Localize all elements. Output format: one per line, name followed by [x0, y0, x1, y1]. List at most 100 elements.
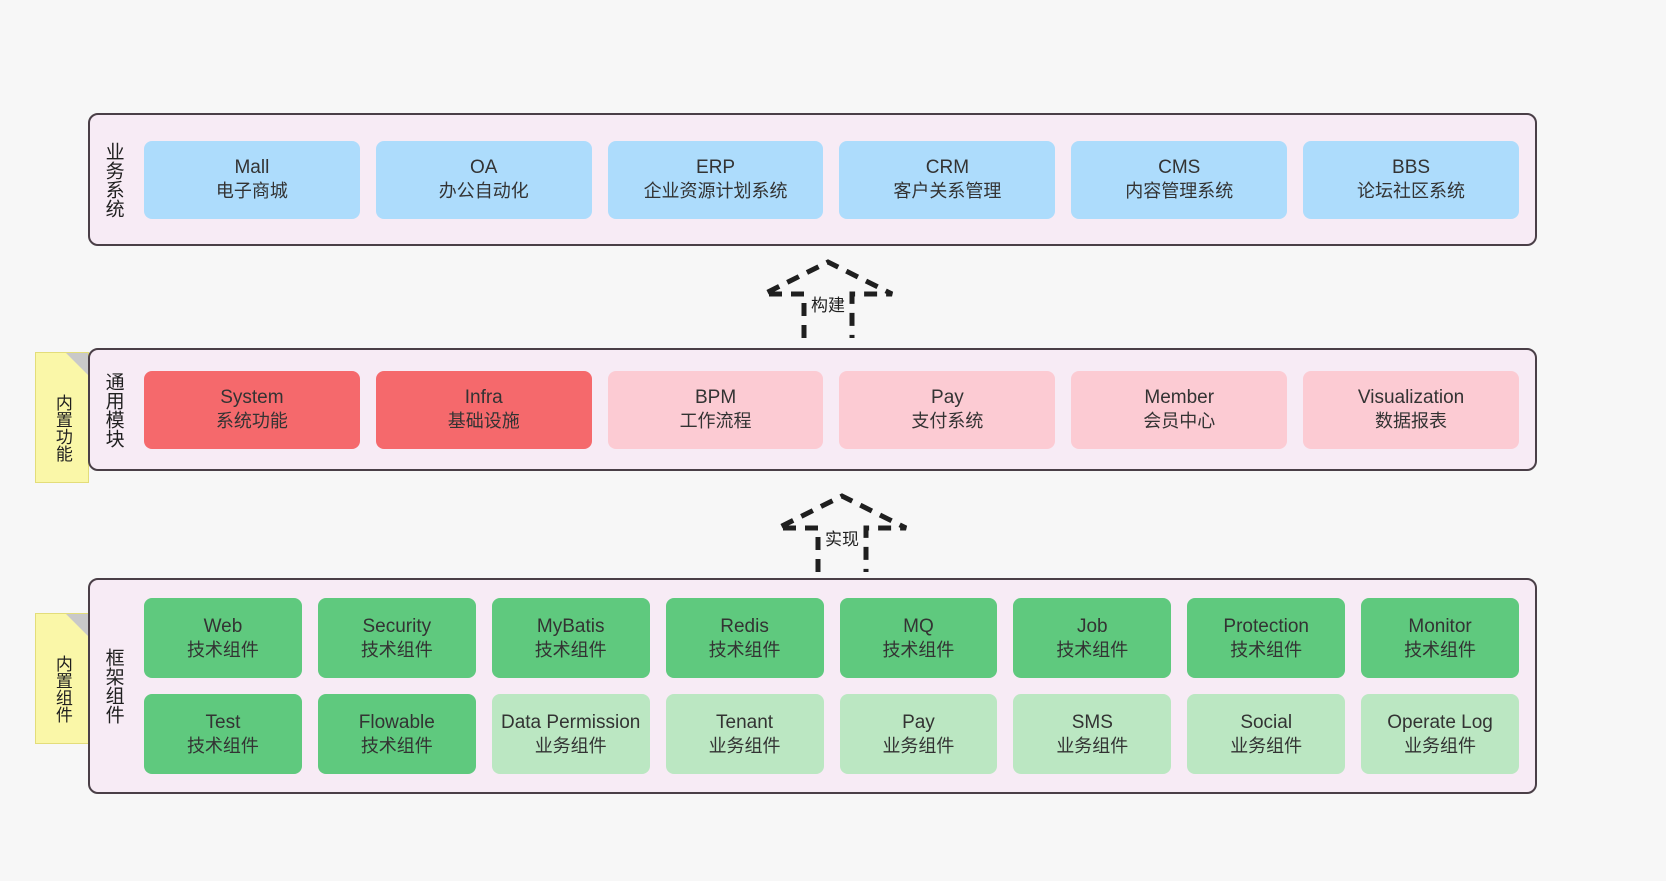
layer-common-module: 通用模块 System 系统功能 Infra 基础设施 BPM 工作流程 Pay… [88, 348, 1537, 471]
card-oa[interactable]: OA 办公自动化 [375, 140, 592, 219]
card-bpm[interactable]: BPM 工作流程 [607, 370, 824, 449]
connector-label-implement: 实现 [825, 530, 859, 549]
card-subtitle: 技术组件 [708, 639, 781, 660]
connector-implement: 实现 [772, 492, 912, 576]
card-mybatis[interactable]: MyBatis 技术组件 [491, 598, 650, 678]
card-security[interactable]: Security 技术组件 [317, 598, 476, 678]
card-subtitle: 技术组件 [1404, 639, 1477, 660]
card-sms[interactable]: SMS 业务组件 [1013, 694, 1172, 774]
card-subtitle: 技术组件 [360, 735, 433, 756]
card-title: CRM [925, 157, 970, 179]
card-title: Mall [234, 157, 270, 179]
card-title: Redis [720, 615, 769, 637]
card-title: Pay [902, 711, 935, 733]
card-web[interactable]: Web 技术组件 [144, 598, 302, 678]
card-subtitle: 技术组件 [1230, 639, 1303, 660]
card-title: Flowable [358, 711, 435, 733]
card-subtitle: 技术组件 [534, 639, 607, 660]
card-row: Web 技术组件 Security 技术组件 MyBatis 技术组件 Redi… [144, 598, 1519, 678]
card-subtitle: 业务组件 [1230, 735, 1303, 756]
card-title: Infra [464, 387, 503, 409]
card-title: Tenant [716, 711, 774, 733]
card-cms[interactable]: CMS 内容管理系统 [1071, 140, 1288, 219]
card-title: Pay [931, 387, 964, 409]
card-subtitle: 会员中心 [1143, 411, 1216, 432]
layer-body-common-module: System 系统功能 Infra 基础设施 BPM 工作流程 Pay 支付系统… [136, 350, 1535, 469]
layer-framework-component: 框架组件 Web 技术组件 Security 技术组件 MyBatis 技术组件… [88, 578, 1537, 794]
layer-title-common-module: 通用模块 [102, 371, 124, 448]
card-test[interactable]: Test 技术组件 [144, 694, 302, 774]
connector-label-build: 构建 [811, 296, 845, 315]
card-title: Data Permission [500, 711, 641, 733]
card-subtitle: 论坛社区系统 [1357, 181, 1466, 202]
card-title: Test [205, 711, 241, 733]
card-title: MyBatis [536, 615, 605, 637]
card-subtitle: 数据报表 [1375, 411, 1448, 432]
note-label: 内置功能 [52, 393, 72, 462]
card-row: Test 技术组件 Flowable 技术组件 Data Permission … [144, 694, 1519, 774]
note-fold-corner-icon [66, 614, 88, 636]
card-subtitle: 客户关系管理 [893, 181, 1002, 202]
card-mall[interactable]: Mall 电子商城 [144, 140, 360, 219]
card-data-permission[interactable]: Data Permission 业务组件 [491, 694, 650, 774]
card-title: CMS [1158, 157, 1201, 179]
card-pay[interactable]: Pay 支付系统 [839, 370, 1056, 449]
card-title: Visualization [1357, 387, 1465, 409]
card-social[interactable]: Social 业务组件 [1187, 694, 1346, 774]
card-title: Social [1240, 711, 1293, 733]
card-subtitle: 技术组件 [882, 639, 955, 660]
note-label: 内置组件 [52, 654, 72, 723]
card-title: SMS [1071, 711, 1113, 733]
card-erp[interactable]: ERP 企业资源计划系统 [607, 140, 824, 219]
card-row: Mall 电子商城 OA 办公自动化 ERP 企业资源计划系统 CRM 客户关系… [144, 140, 1519, 219]
card-member[interactable]: Member 会员中心 [1071, 370, 1288, 449]
card-subtitle: 工作流程 [679, 411, 752, 432]
card-pay-component[interactable]: Pay 业务组件 [839, 694, 998, 774]
card-infra[interactable]: Infra 基础设施 [375, 370, 592, 449]
card-row: System 系统功能 Infra 基础设施 BPM 工作流程 Pay 支付系统… [144, 370, 1519, 449]
card-title: Web [203, 615, 243, 637]
connector-build: 构建 [758, 258, 898, 342]
card-job[interactable]: Job 技术组件 [1013, 598, 1172, 678]
card-visualization[interactable]: Visualization 数据报表 [1303, 370, 1519, 449]
card-subtitle: 技术组件 [1056, 639, 1129, 660]
card-tenant[interactable]: Tenant 业务组件 [665, 694, 824, 774]
card-subtitle: 业务组件 [882, 735, 955, 756]
card-system[interactable]: System 系统功能 [144, 370, 360, 449]
card-subtitle: 系统功能 [215, 411, 288, 432]
card-title: Monitor [1408, 615, 1472, 637]
layer-body-business-system: Mall 电子商城 OA 办公自动化 ERP 企业资源计划系统 CRM 客户关系… [136, 115, 1535, 244]
card-subtitle: 业务组件 [534, 735, 607, 756]
card-monitor[interactable]: Monitor 技术组件 [1361, 598, 1519, 678]
card-title: Member [1144, 387, 1215, 409]
card-subtitle: 业务组件 [1056, 735, 1129, 756]
card-subtitle: 电子商城 [215, 181, 288, 202]
card-flowable[interactable]: Flowable 技术组件 [317, 694, 476, 774]
card-title: MQ [903, 615, 934, 637]
card-subtitle: 支付系统 [911, 411, 984, 432]
card-title: Job [1076, 615, 1108, 637]
card-title: System [220, 387, 284, 409]
card-title: Operate Log [1387, 711, 1493, 733]
card-title: Security [362, 615, 432, 637]
card-subtitle: 技术组件 [186, 735, 259, 756]
layer-business-system: 业务系统 Mall 电子商城 OA 办公自动化 ERP 企业资源计划系统 CRM… [88, 113, 1537, 246]
layer-body-framework-component: Web 技术组件 Security 技术组件 MyBatis 技术组件 Redi… [136, 580, 1535, 792]
card-mq[interactable]: MQ 技术组件 [839, 598, 998, 678]
card-subtitle: 业务组件 [1404, 735, 1477, 756]
card-title: BBS [1392, 157, 1431, 179]
card-bbs[interactable]: BBS 论坛社区系统 [1303, 140, 1519, 219]
note-fold-corner-icon [66, 353, 88, 375]
note-built-in-features: 内置功能 [35, 352, 89, 483]
card-subtitle: 业务组件 [708, 735, 781, 756]
card-protection[interactable]: Protection 技术组件 [1187, 598, 1346, 678]
card-subtitle: 办公自动化 [438, 181, 529, 202]
layer-title-business-system: 业务系统 [102, 141, 124, 218]
card-redis[interactable]: Redis 技术组件 [665, 598, 824, 678]
layer-title-framework-component: 框架组件 [102, 648, 124, 724]
card-operate-log[interactable]: Operate Log 业务组件 [1361, 694, 1519, 774]
card-subtitle: 基础设施 [447, 411, 520, 432]
card-subtitle: 技术组件 [186, 639, 259, 660]
card-subtitle: 内容管理系统 [1125, 181, 1234, 202]
card-crm[interactable]: CRM 客户关系管理 [839, 140, 1056, 219]
